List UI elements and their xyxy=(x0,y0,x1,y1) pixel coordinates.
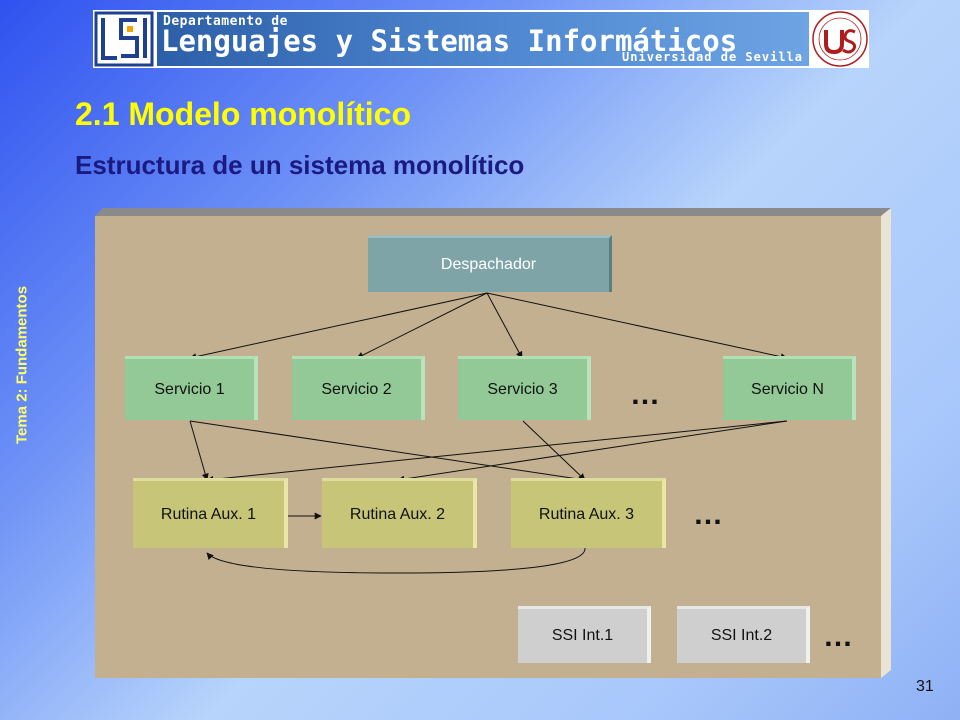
arrow-despachador-servicio-2 xyxy=(356,292,488,359)
department-line: Departamento de xyxy=(163,14,288,29)
ssi-int-1-box: SSI Int.1 xyxy=(518,606,651,663)
panel-top-bevel xyxy=(95,208,891,216)
side-topic-label: Tema 2: Fundamentos xyxy=(13,285,31,445)
banner-strip: Departamento de Lenguajes y Sistemas Inf… xyxy=(157,12,809,66)
slide-subtitle: Estructura de un sistema monolítico xyxy=(75,150,525,180)
diagram-panel: Despachador Servicio 1 Servicio 2 Servic… xyxy=(95,208,891,680)
servicio-2-box: Servicio 2 xyxy=(292,356,425,420)
arrow-servicio-n-rutina-2 xyxy=(397,420,788,483)
servicio-n-box: Servicio N xyxy=(723,356,856,420)
arrow-despachador-servicio-3 xyxy=(486,292,523,359)
arrow-servicio-n-rutina-1 xyxy=(206,420,788,483)
rutina-aux-1-box: Rutina Aux. 1 xyxy=(133,478,288,548)
arrow-servicio-1-rutina-3 xyxy=(189,420,586,483)
arrow-despachador-servicio-1 xyxy=(189,292,488,361)
ssi-ellipsis: … xyxy=(823,620,857,653)
page-number: 31 xyxy=(916,678,934,695)
department-name: Lenguajes y Sistemas Informáticos xyxy=(161,24,738,58)
despachador-box: Despachador xyxy=(368,235,612,292)
rutina-aux-2-box: Rutina Aux. 2 xyxy=(322,478,477,548)
lsi-logo-icon xyxy=(93,10,155,68)
panel-right-bevel xyxy=(881,208,891,678)
header-banner: Departamento de Lenguajes y Sistemas Inf… xyxy=(93,10,869,68)
slide-title: 2.1 Modelo monolítico xyxy=(75,96,412,132)
ssi-int-2-box: SSI Int.2 xyxy=(677,606,810,663)
arrow-despachador-servicio-n xyxy=(486,292,788,361)
arrow-rutina-3-rutina-1 xyxy=(206,547,586,574)
diagram-connections xyxy=(95,208,891,678)
university-seal-icon xyxy=(812,11,868,67)
services-ellipsis: … xyxy=(630,378,664,411)
arrow-servicio-3-rutina-3 xyxy=(522,420,586,481)
rutina-aux-3-box: Rutina Aux. 3 xyxy=(511,478,666,548)
servicio-3-box: Servicio 3 xyxy=(458,356,591,420)
arrow-servicio-1-rutina-1 xyxy=(189,420,209,481)
routines-ellipsis: … xyxy=(693,498,727,531)
servicio-1-box: Servicio 1 xyxy=(125,356,258,420)
university-name: Universidad de Sevilla xyxy=(622,50,803,64)
